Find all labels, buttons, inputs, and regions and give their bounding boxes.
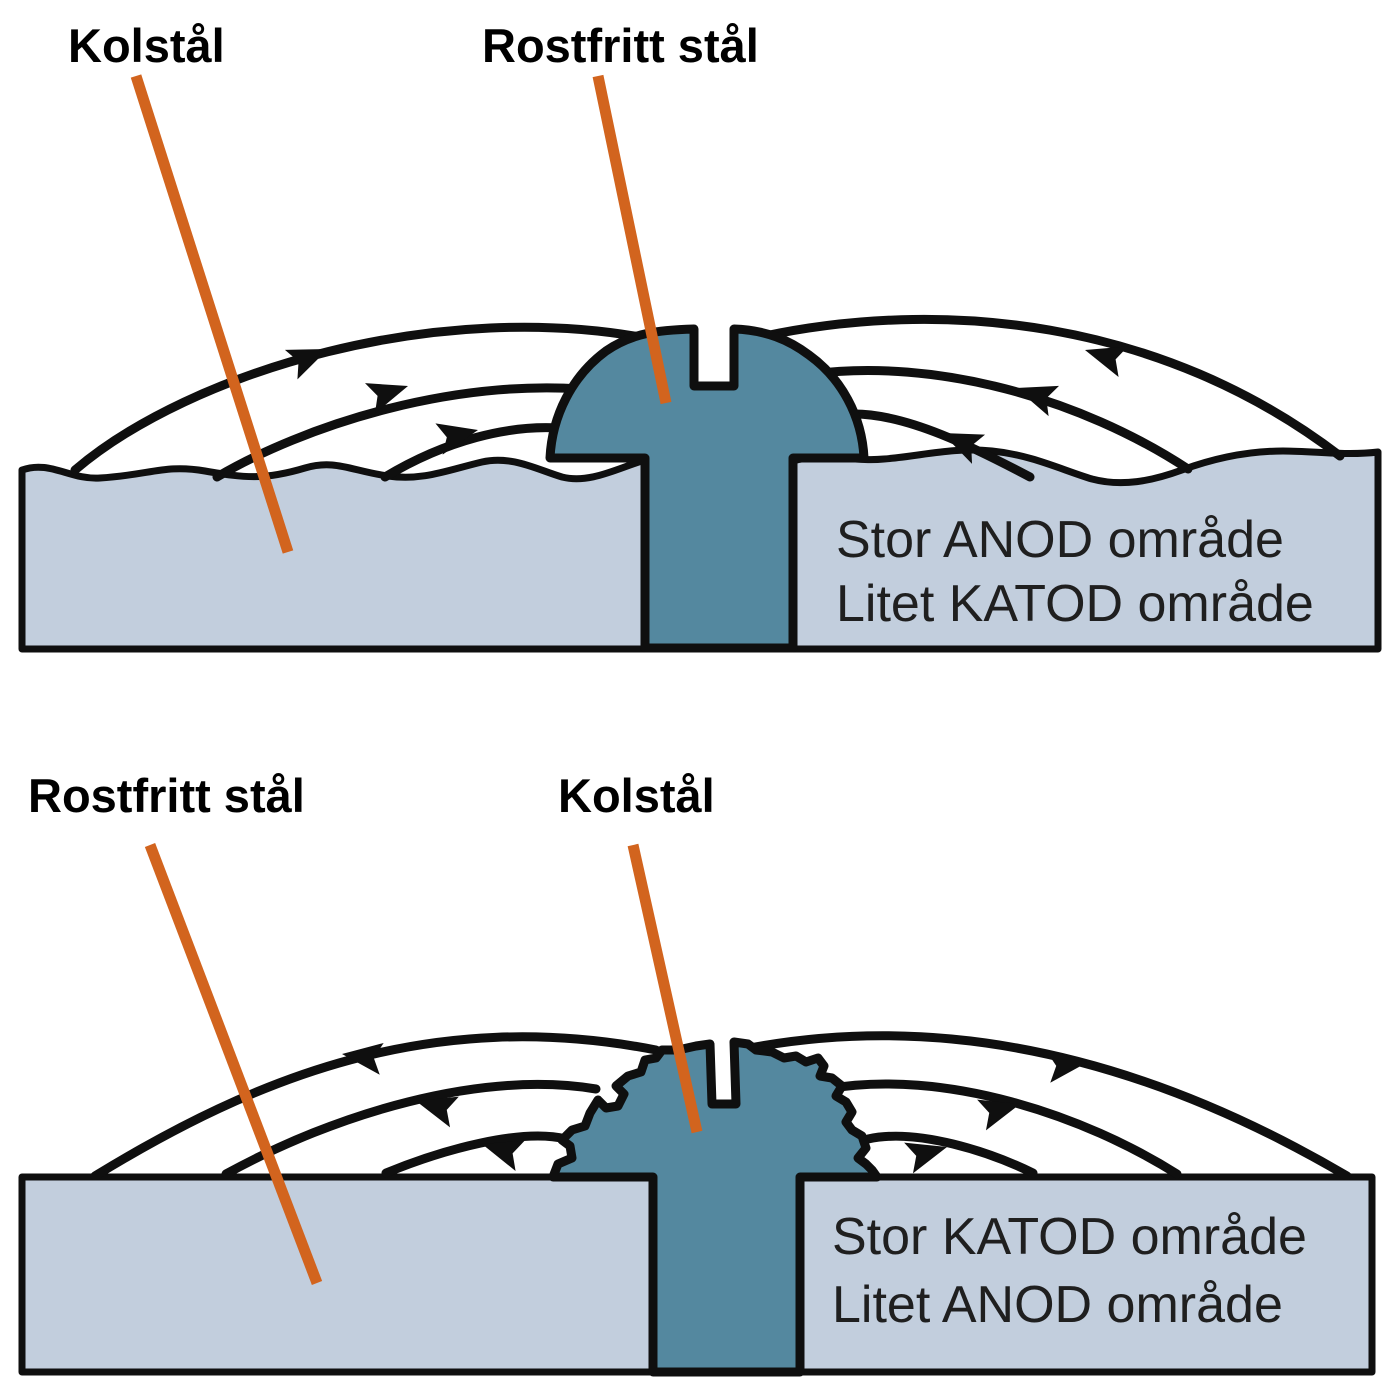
current-arrow-icon <box>977 1099 1020 1131</box>
top-current-flow-lines-right <box>755 314 1345 482</box>
current-arrow-icon <box>1046 1050 1088 1083</box>
top-area-text-line1: Stor ANOD område <box>836 511 1284 569</box>
top-label-plate: Kolstål <box>68 19 225 72</box>
bottom-label-screw: Kolstål <box>558 769 715 822</box>
top-plate-right <box>789 446 1382 653</box>
bottom-plate-right <box>796 1173 1376 1376</box>
current-arrow-icon <box>284 349 328 380</box>
top-area-text-line2: Litet KATOD område <box>836 575 1314 633</box>
bottom-label-plate: Rostfritt stål <box>28 769 305 822</box>
current-flow-arc <box>70 322 661 475</box>
leader-line-stainless <box>144 843 323 1285</box>
top-stainless-screw <box>545 324 869 653</box>
current-arrow-icon <box>416 1096 459 1128</box>
current-arrow-icon <box>365 383 408 414</box>
leader-line-stainless <box>592 74 672 405</box>
top-plate-left <box>18 456 649 653</box>
bottom-carbon-screw-corroded <box>548 1037 882 1377</box>
current-arrow-icon <box>482 1140 525 1171</box>
current-arrow-icon <box>942 433 986 464</box>
bottom-current-flow-lines-right <box>745 1031 1352 1181</box>
current-flow-arc <box>821 1079 1182 1179</box>
leader-line-carbon-steel <box>627 843 703 1134</box>
current-arrow-icon <box>435 423 478 455</box>
current-flow-arc <box>90 1032 661 1181</box>
bottom-plate-left <box>18 1173 657 1376</box>
current-flow-arc <box>807 365 1193 474</box>
current-arrow-icon <box>1085 346 1128 377</box>
current-arrow-icon <box>1016 385 1060 417</box>
bottom-area-text-line2: Litet ANOD område <box>832 1276 1283 1334</box>
current-flow-arc <box>863 1131 1038 1178</box>
top-panel: Kolstål Rostfritt stål Stor ANOD område … <box>18 19 1382 653</box>
current-flow-arc <box>849 409 1035 482</box>
current-arrow-icon <box>342 1042 384 1075</box>
bottom-panel: Rostfritt stål Kolstål Stor KATOD område… <box>18 769 1376 1377</box>
current-flow-arc <box>381 1131 571 1178</box>
top-label-screw: Rostfritt stål <box>482 19 759 72</box>
current-arrow-icon <box>904 1142 947 1174</box>
leader-line-carbon-steel <box>130 74 294 554</box>
bottom-area-text-line1: Stor KATOD område <box>832 1208 1307 1266</box>
current-flow-arc <box>755 314 1345 461</box>
